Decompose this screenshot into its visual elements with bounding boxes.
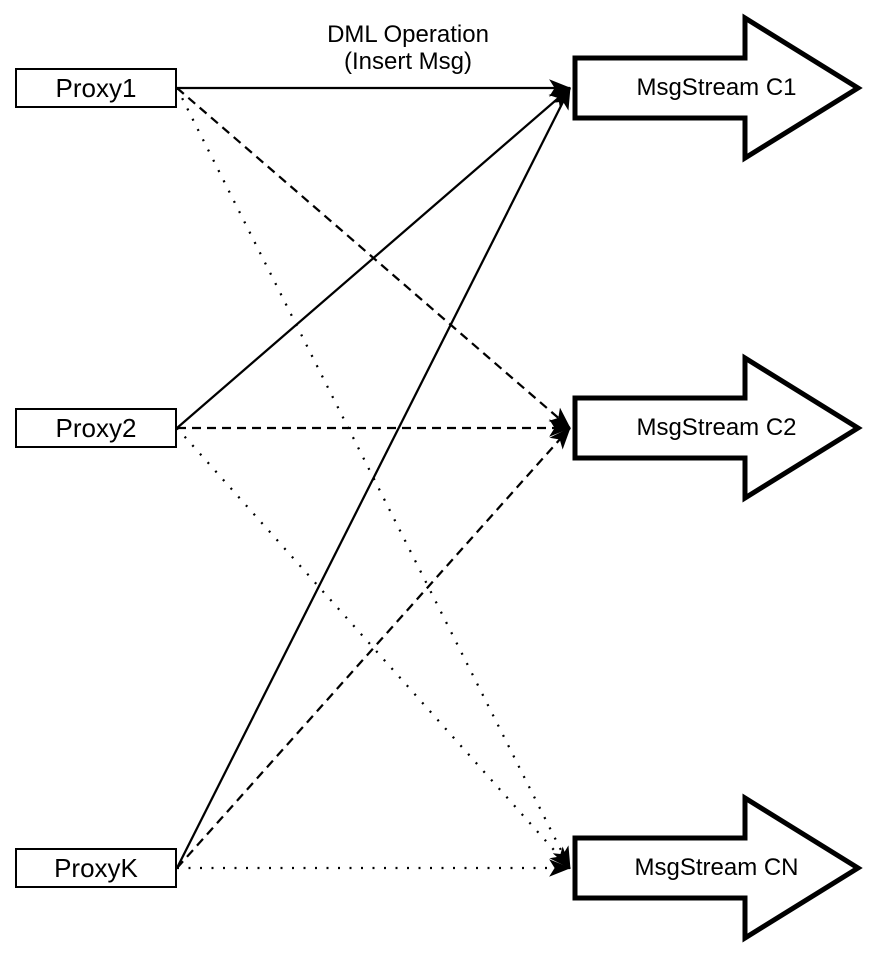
proxy1-to-c2-edge-dashed bbox=[176, 87, 571, 429]
proxyk-box: ProxyK bbox=[15, 848, 177, 888]
diagram-title: DML Operation (Insert Msg) bbox=[258, 21, 558, 75]
msgstream-c1-arrow-shape bbox=[572, 13, 863, 163]
proxy1-label: Proxy1 bbox=[55, 73, 137, 103]
proxy2-label: Proxy2 bbox=[55, 413, 137, 443]
proxy2-box: Proxy2 bbox=[15, 408, 177, 448]
msgstream-cn-arrow-shape bbox=[572, 793, 863, 943]
diagram-title-line1: DML Operation bbox=[327, 21, 489, 48]
diagram-title-line2: (Insert Msg) bbox=[343, 48, 472, 75]
proxyk-to-c1-edge-solid bbox=[175, 87, 572, 869]
proxy1-box: Proxy1 bbox=[15, 68, 177, 108]
msgstream-c2-arrow-shape bbox=[572, 353, 863, 503]
connection-edges bbox=[175, 79, 572, 877]
proxyk-to-c2-edge-dashed bbox=[176, 427, 571, 869]
proxyk-label: ProxyK bbox=[54, 853, 138, 883]
